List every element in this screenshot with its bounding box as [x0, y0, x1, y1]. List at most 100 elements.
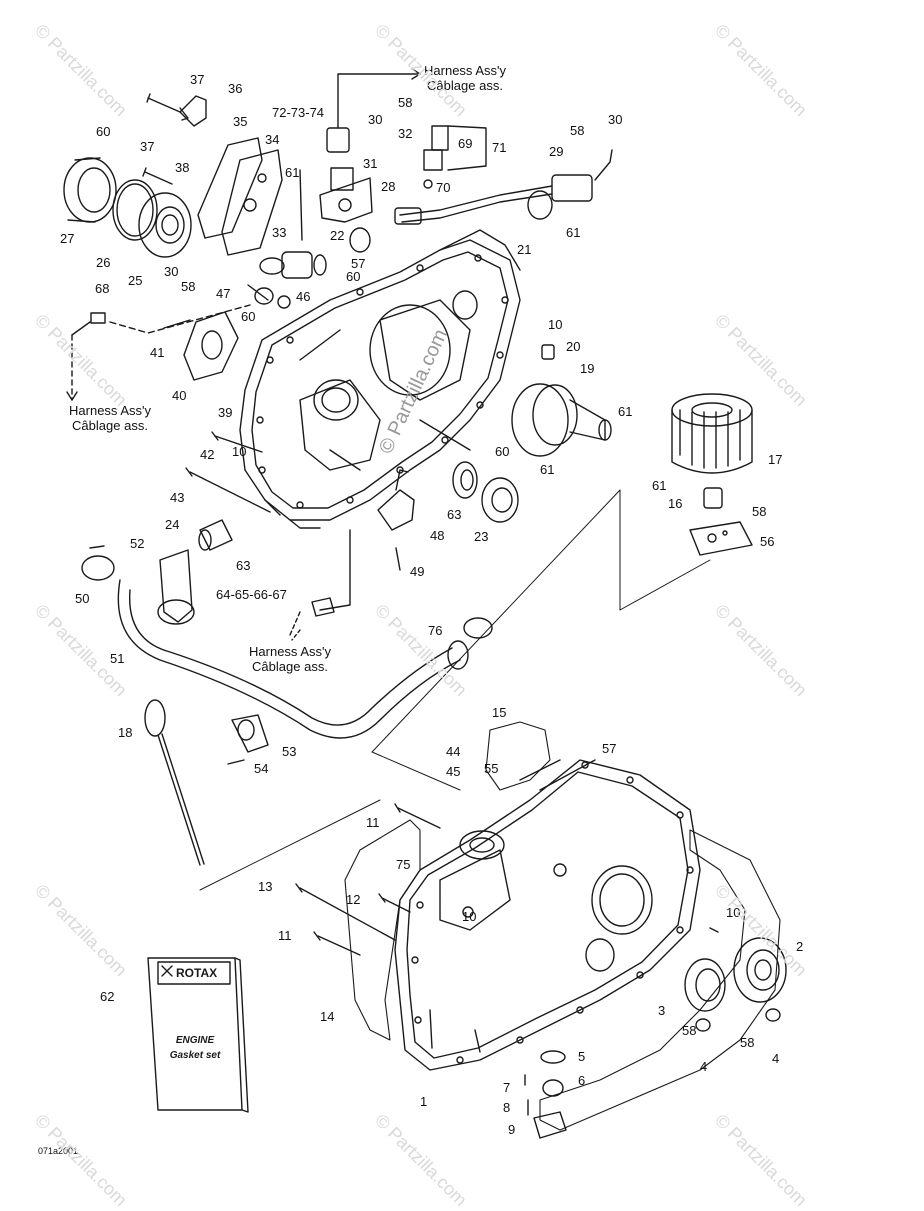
harness-note-left: Harness Ass'y Câblage ass. [60, 403, 160, 433]
callout-60: 60 [495, 444, 510, 459]
crankcase-part [394, 759, 701, 1071]
harness-note-bottom: Harness Ass'y Câblage ass. [238, 644, 342, 674]
harness-connector-64-part [291, 597, 335, 641]
crankcase-cover-part [239, 229, 521, 529]
leader-lines [199, 489, 711, 891]
callout-17: 17 [768, 452, 783, 467]
callout-10: 10 [548, 317, 563, 332]
callout-61: 61 [285, 165, 300, 180]
callout-50: 50 [75, 591, 90, 606]
callout-30: 30 [608, 112, 623, 127]
callout-42: 42 [200, 447, 215, 462]
callout-47: 47 [216, 286, 231, 301]
callout-24: 24 [165, 517, 180, 532]
callout-27: 27 [60, 231, 75, 246]
harness-note-bottom-line1: Harness Ass'y [249, 644, 331, 659]
callout-10: 10 [726, 905, 741, 920]
callout-7: 7 [503, 1080, 511, 1095]
sleeve-part [198, 519, 233, 551]
callout-22: 22 [330, 228, 345, 243]
callout-26: 26 [96, 255, 111, 270]
callout-23: 23 [474, 529, 489, 544]
cover-40-part [163, 284, 291, 381]
oil-fitting-part [703, 487, 723, 509]
callout-55: 55 [484, 761, 499, 776]
callout-43: 43 [170, 490, 185, 505]
sensor-48-part [289, 469, 415, 636]
cover-plate-part [197, 137, 283, 256]
oil-seal-part [63, 157, 117, 223]
bolt-part [142, 93, 189, 185]
callout-57: 57 [351, 256, 366, 271]
callout-58: 58 [570, 123, 585, 138]
callout-32: 32 [398, 126, 413, 141]
harness-connector-part [326, 68, 421, 153]
callout-33: 33 [272, 225, 287, 240]
callout-60: 60 [346, 269, 361, 284]
seal-3-part [684, 958, 726, 1012]
callout-60: 60 [96, 124, 111, 139]
figure-code: 071a2001 [38, 1146, 79, 1156]
callout-61: 61 [566, 225, 581, 240]
harness-note-bottom-line2: Câblage ass. [252, 659, 328, 674]
callout-4: 4 [772, 1051, 780, 1066]
callout-39: 39 [218, 405, 233, 420]
connector-part [319, 167, 373, 253]
callout-75: 75 [396, 857, 411, 872]
dipstick-part [144, 699, 205, 866]
callout-29: 29 [549, 144, 564, 159]
callout-15: 15 [492, 705, 507, 720]
callout-12: 12 [346, 892, 361, 907]
callout-11: 11 [366, 815, 380, 830]
oil-filter-part [671, 393, 753, 474]
callout-72-73-74: 72-73-74 [272, 105, 325, 120]
shaft-part [511, 344, 612, 457]
callout-56: 56 [760, 534, 775, 549]
circlip-part [112, 179, 158, 241]
callout-60: 60 [241, 309, 256, 324]
gasket-set-book [147, 957, 249, 1113]
sensor-part [179, 95, 207, 127]
gasket-book-title-line2: Gasket set [169, 1050, 221, 1061]
speed-sensor-part [394, 149, 613, 225]
callout-62: 62 [100, 989, 115, 1004]
filter-gasket-part [689, 521, 753, 556]
harness-note-top-line1: Harness Ass'y [424, 63, 506, 78]
callout-31: 31 [363, 156, 378, 171]
callout-54: 54 [254, 761, 269, 776]
callout-44: 44 [446, 744, 461, 759]
callout-49: 49 [410, 564, 425, 579]
callout-63: 63 [447, 507, 462, 522]
callout-57: 57 [602, 741, 617, 756]
callout-38: 38 [175, 160, 190, 175]
callout-10: 10 [232, 444, 247, 459]
callout-64-65-66-67: 64-65-66-67 [216, 587, 287, 602]
callout-46: 46 [296, 289, 311, 304]
harness-note-left-line2: Câblage ass. [72, 418, 148, 433]
bracket-part [157, 549, 195, 625]
drain-plug-part [524, 1008, 781, 1139]
callout-18: 18 [118, 725, 133, 740]
hose-clamp-part [81, 545, 115, 581]
callout-14: 14 [320, 1009, 335, 1024]
gasket-book-title-line1: ENGINE [175, 1035, 215, 1046]
callout-35: 35 [233, 114, 248, 129]
callout-70: 70 [436, 180, 451, 195]
callout-4: 4 [700, 1059, 708, 1074]
callout-58: 58 [398, 95, 413, 110]
speed-sensor-connector-part [423, 125, 487, 189]
clamp-76-part [463, 617, 493, 639]
callout-9: 9 [508, 1122, 516, 1137]
callout-41: 41 [150, 345, 165, 360]
crankcase-bolts [295, 803, 719, 956]
harness-routing-left [66, 304, 251, 401]
callout-28: 28 [381, 179, 396, 194]
gasket-part [344, 721, 781, 1131]
solenoid-part [259, 169, 327, 279]
callout-8: 8 [503, 1100, 511, 1115]
callout-53: 53 [282, 744, 297, 759]
callout-2: 2 [796, 939, 804, 954]
callout-48: 48 [430, 528, 445, 543]
callout-5: 5 [578, 1049, 586, 1064]
